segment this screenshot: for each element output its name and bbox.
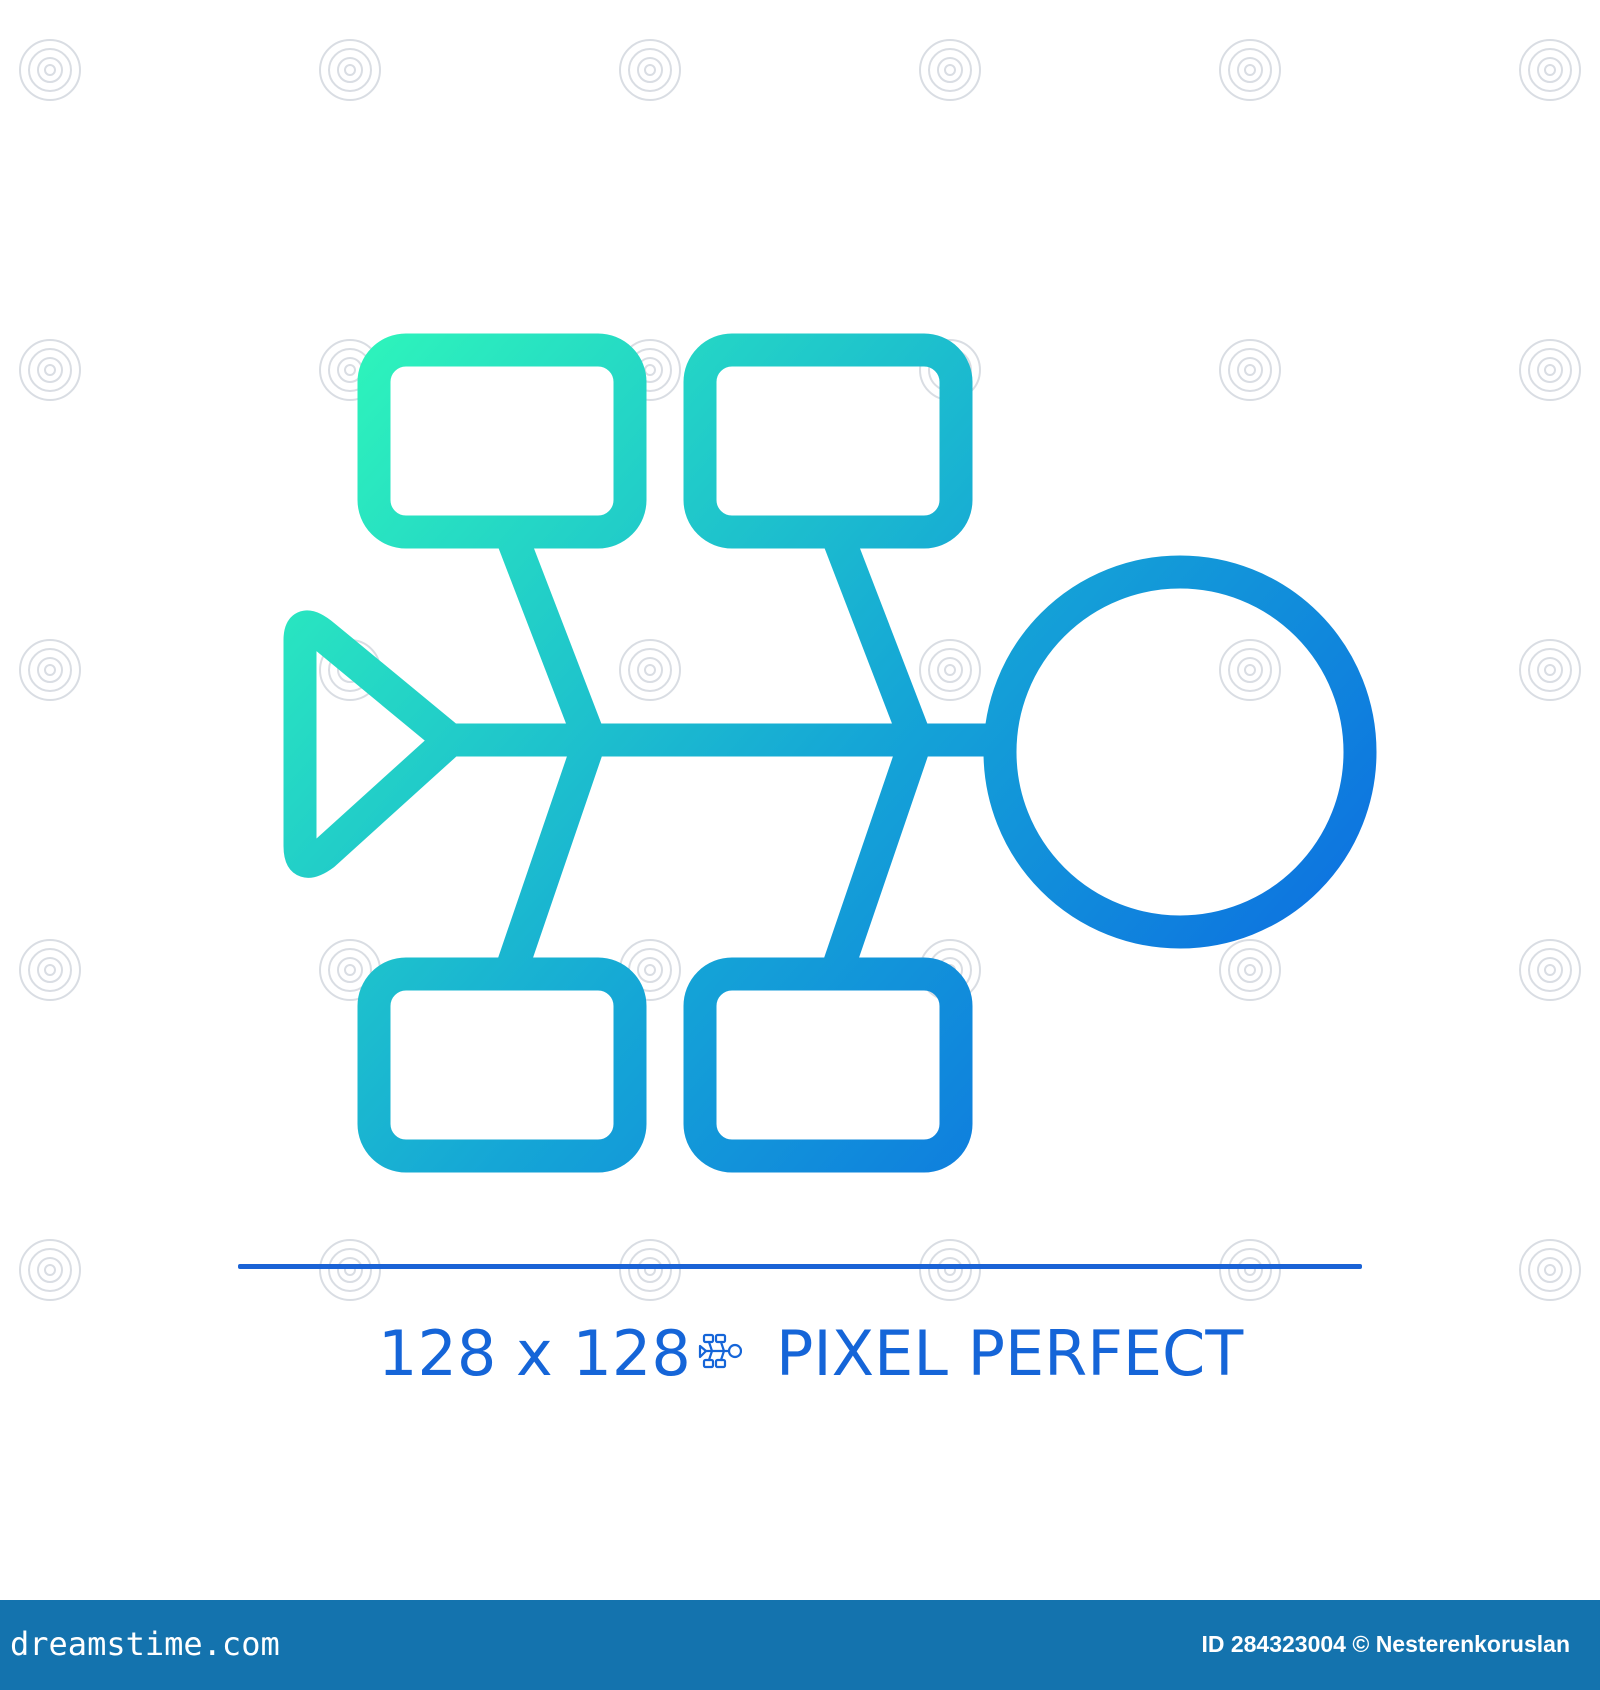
divider-line [238,1264,1362,1269]
footer-bar: dreamstime.com ID 284323004 © Nesterenko… [0,1600,1600,1690]
top-right-box [683,333,973,549]
bottom-right-box [683,957,973,1173]
top-left-box [357,333,647,549]
bone-bottom-right [819,723,933,991]
head-circle [983,555,1377,949]
mini-fishbone-icon [698,1333,742,1369]
bone-top-left [493,515,607,757]
fishbone-diagram-icon [283,333,1377,1173]
footer-brand-logo: dreamstime.com [10,1625,280,1663]
tail-triangle [283,610,467,878]
fishbone-diagram-graphic [283,333,1377,1173]
footer-credit: ID 284323004 © Nesterenkoruslan [1201,1631,1570,1657]
watermark-swirl [1544,1264,1556,1276]
icon-size-label: 128 x 128 [378,1317,691,1390]
caption-row: 128 x 128 PIXEL PERFECT [0,1310,1600,1400]
bottom-left-box [357,957,647,1173]
bone-top-right [819,515,933,757]
pixel-perfect-label: PIXEL PERFECT [776,1317,1244,1390]
bone-bottom-left [493,723,607,991]
watermark-swirl [44,1264,56,1276]
